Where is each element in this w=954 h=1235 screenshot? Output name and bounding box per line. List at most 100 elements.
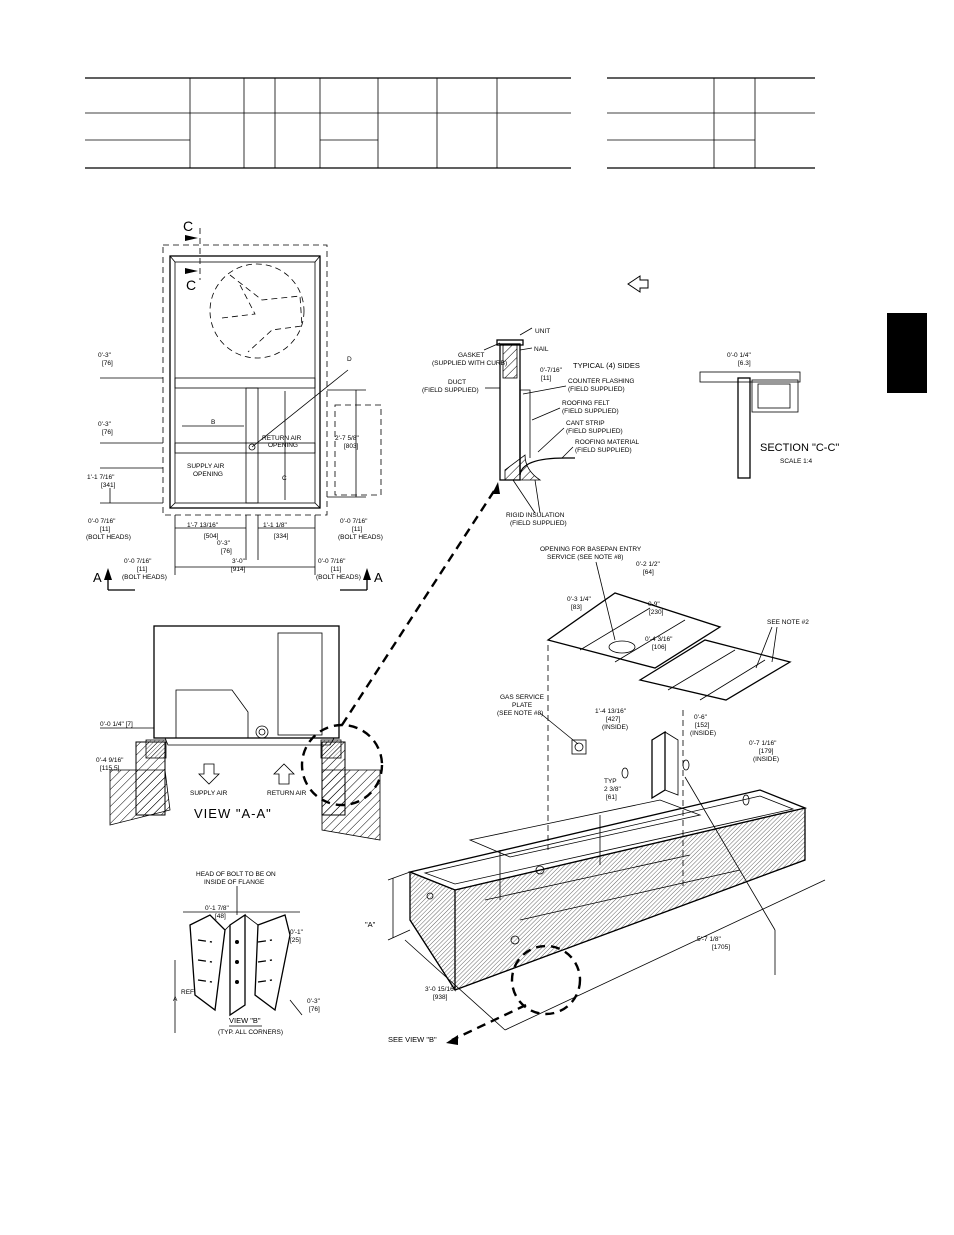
detail-leader xyxy=(340,487,498,726)
curb-dim-3: 0-9" xyxy=(648,601,660,608)
curb-dim-10: 3'-0 15/16" xyxy=(425,986,457,993)
curb-note-2: SEE NOTE #2 xyxy=(767,619,809,626)
detail-duct-label: DUCT xyxy=(448,379,466,386)
plan-dim-11: 0'-0 7/16" xyxy=(340,518,368,525)
plan-dim-7: 1'-1 1/8" xyxy=(263,522,287,529)
supply-air-label: SUPPLY AIR xyxy=(187,463,225,470)
plan-dim-7-metric: [334] xyxy=(274,533,289,540)
detail-material-label: ROOFING MATERIAL xyxy=(575,439,640,446)
detail-cant-label: CANT STRIP xyxy=(566,420,605,427)
plan-dim-4: 0'-0 7/16" xyxy=(88,518,116,525)
curb-plate-label: PLATE xyxy=(512,702,533,709)
plan-view: C C 0'-3" [76] 0'-3" [76] 1'-1 7/16" [34… xyxy=(86,218,383,591)
plan-dim-9: 0'-0 7/16" xyxy=(124,558,152,565)
view-aa-dim-2: 0'-4 9/16" xyxy=(96,757,124,764)
plan-dim-8-metric: [914] xyxy=(231,566,246,573)
detail-dim-metric: [11] xyxy=(541,375,552,382)
return-air-label: RETURN AIR xyxy=(262,435,302,442)
section-c-bottom-label: C xyxy=(186,277,196,293)
curb-dim-7-metric: [179] xyxy=(759,748,774,755)
view-aa-supply-label: SUPPLY AIR xyxy=(190,790,228,797)
curb-dim-6-note: (INSIDE) xyxy=(690,730,716,737)
plan-dim-5: 1'-7 13/16" xyxy=(187,522,219,529)
curb-dim-1-metric: [64] xyxy=(643,569,654,576)
curb-dim-6: 0'-6" xyxy=(694,714,708,721)
detail-rigid-note: (FIELD SUPPLIED) xyxy=(510,520,567,527)
plan-dim-6-metric: [76] xyxy=(221,548,232,555)
detail-rigid-label: RIGID INSULATION xyxy=(506,512,565,519)
plan-dim-3-metric: [341] xyxy=(101,482,116,489)
flashing-detail: UNIT NAIL TYPICAL (4) SIDES GASKET (SUPP… xyxy=(422,327,640,527)
plan-dim-5-metric: [504] xyxy=(204,533,219,540)
section-cc: 0'-0 1/4" [6.3] SECTION "C-C" SCALE 1:4 xyxy=(627,275,839,479)
detail-gasket-label: GASKET xyxy=(458,352,484,359)
plan-dim-11-metric: [11] xyxy=(352,526,363,533)
curb-dim-5: 1'-4 13/16" xyxy=(595,708,627,715)
return-air-opening-label: OPENING xyxy=(268,442,298,449)
curb-dim-4-metric: [106] xyxy=(652,644,667,651)
plan-dim-2: 0'-3" xyxy=(98,421,112,428)
detail-felt-note: (FIELD SUPPLIED) xyxy=(562,408,619,415)
detail-duct-note: (FIELD SUPPLIED) xyxy=(422,387,479,394)
view-aa-title: VIEW "A-A" xyxy=(194,806,272,821)
view-b-head-note: INSIDE OF FLANGE xyxy=(204,879,265,886)
curb-opening-label: OPENING FOR BASEPAN ENTRY xyxy=(540,546,642,553)
curb-dim-6-metric: [152] xyxy=(695,722,710,729)
detail-unit-label: UNIT xyxy=(535,328,550,335)
section-a-right-label: A xyxy=(374,570,383,585)
curb-dim-2: 0'-3 1/4" xyxy=(567,596,591,603)
detail-counter-label: COUNTER FLASHING xyxy=(568,378,634,385)
table-left xyxy=(85,77,571,169)
plan-dim-9-metric: [11] xyxy=(137,566,148,573)
curb-gas-label: GAS SERVICE xyxy=(500,694,545,701)
curb-note-8: (SEE NOTE #8) xyxy=(497,710,543,717)
supply-air-opening-label: OPENING xyxy=(193,471,223,478)
view-b-dim-1: 0'-1 7/8" xyxy=(205,905,229,912)
curb-service-label: SERVICE (SEE NOTE #8) xyxy=(547,554,623,561)
curb-dim-5-metric: [427] xyxy=(606,716,621,723)
curb-dim-8-metric: [61] xyxy=(606,794,617,801)
view-aa-dim-1: 0'-0 1/4" [7] xyxy=(100,721,133,728)
plan-label-d: D xyxy=(347,356,352,363)
plan-label-c: C xyxy=(282,475,287,482)
curb-dim-7-note: (INSIDE) xyxy=(753,756,779,763)
plan-dim-8: 3'-0" xyxy=(232,558,246,565)
plan-dim-4-metric: [11] xyxy=(100,526,111,533)
section-c-top-label: C xyxy=(183,218,193,234)
view-b-dim-2: 0'-1" xyxy=(290,929,304,936)
section-a-left-label: A xyxy=(93,570,102,585)
plan-dim-4-note: (BOLT HEADS) xyxy=(86,534,131,541)
curb-dim-7: 0'-7 1/16" xyxy=(749,740,777,747)
detail-counter-note: (FIELD SUPPLIED) xyxy=(568,386,625,393)
curb-dim-9-metric: [1705] xyxy=(712,944,730,951)
detail-gasket-note: (SUPPLIED WITH CURB) xyxy=(432,360,507,367)
view-b-dim-1-metric: [48] xyxy=(215,913,226,920)
detail-cant-note: (FIELD SUPPLIED) xyxy=(566,428,623,435)
curb-dim-9: 5'-7 1/8" xyxy=(697,936,721,943)
view-b-dim-3: 0'-3" xyxy=(307,998,321,1005)
curb-dim-1: 0'-2 1/2" xyxy=(636,561,660,568)
section-cc-dim: 0'-0 1/4" xyxy=(727,352,751,359)
curb-dim-10-metric: [938] xyxy=(433,994,448,1001)
curb-dim-3-metric: [230] xyxy=(649,609,664,616)
view-b-head-label: HEAD OF BOLT TO BE ON xyxy=(196,871,276,878)
detail-typical-label: TYPICAL (4) SIDES xyxy=(573,361,640,370)
plan-dim-10-metric: [11] xyxy=(331,566,342,573)
section-cc-title: SECTION "C-C" xyxy=(760,442,839,454)
detail-nail-label: NAIL xyxy=(534,346,549,353)
plan-dim-10-note: (BOLT HEADS) xyxy=(316,574,361,581)
view-b-ref: REF xyxy=(181,989,194,996)
view-aa: 0'-0 1/4" [7] 0'-4 9/16" [115.5] SUPPLY … xyxy=(96,625,384,841)
view-aa-return-label: RETURN AIR xyxy=(267,790,307,797)
plan-dim-3: 1'-1 7/16" xyxy=(87,474,115,481)
curb-isometric: OPENING FOR BASEPAN ENTRY SERVICE (SEE N… xyxy=(365,546,826,1045)
see-view-b-label: SEE VIEW "B" xyxy=(388,1035,437,1044)
plan-dim-11-note: (BOLT HEADS) xyxy=(338,534,383,541)
curb-dim-5-note: (INSIDE) xyxy=(602,724,628,731)
plan-dim-2-metric: [76] xyxy=(102,429,113,436)
view-b-dim-2-metric: [25] xyxy=(290,937,301,944)
plan-dim-9-note: (BOLT HEADS) xyxy=(122,574,167,581)
view-b-subtitle: (TYP. ALL CORNERS) xyxy=(218,1029,283,1036)
section-cc-scale: SCALE 1:4 xyxy=(780,458,813,465)
